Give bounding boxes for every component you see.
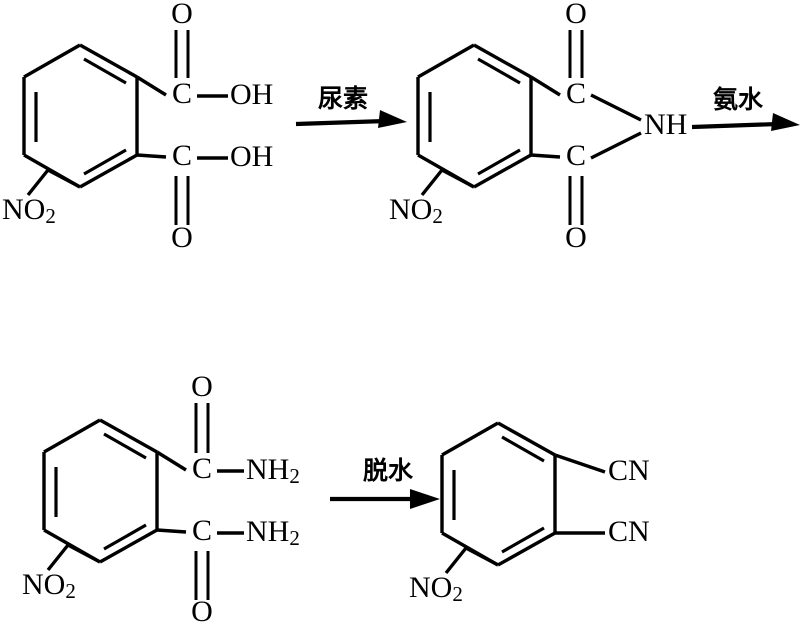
nitro-bond-3b bbox=[46, 543, 70, 572]
nitro-bond-3 bbox=[67, 543, 101, 564]
imide-nh-label: NH bbox=[644, 108, 687, 141]
ring-to-top-nitrile bbox=[554, 453, 606, 474]
ring-to-top-carbon-3 bbox=[156, 450, 187, 472]
bottom-carbon-1: C bbox=[172, 139, 192, 172]
reagent-label-dehydration: 脱水 bbox=[363, 456, 414, 485]
reagent-label-urea: 尿素 bbox=[318, 84, 368, 113]
arrow-head-ammonia bbox=[771, 113, 800, 131]
top-amide-label-3: NH2 bbox=[246, 453, 300, 488]
top-oxygen-1: O bbox=[171, 0, 193, 30]
nitro-label-2: NO2 bbox=[389, 193, 443, 228]
bottom-carbon-3: C bbox=[192, 514, 212, 547]
bottom-nitrile-label: CN bbox=[608, 515, 650, 548]
nitro-bond-2 bbox=[441, 168, 475, 189]
ring-to-bottom-carbon-3 bbox=[156, 528, 187, 534]
ring-to-top-carbon-2 bbox=[530, 75, 561, 97]
top-carbon-3: C bbox=[192, 452, 212, 485]
nitro-bond-1b bbox=[26, 168, 50, 197]
bottom-carbon-2: C bbox=[566, 139, 586, 172]
ring-to-bottom-carbon-2 bbox=[530, 153, 561, 159]
reaction-arrow-urea: 尿素 bbox=[295, 84, 407, 128]
top-carbon-to-nh bbox=[590, 93, 642, 122]
ring-to-top-carbon-1 bbox=[136, 75, 167, 97]
nitro-bond-4 bbox=[465, 546, 499, 567]
bottom-oxygen-3: O bbox=[191, 595, 213, 627]
benzene-ring-3 bbox=[42, 418, 159, 564]
bottom-oxygen-2: O bbox=[565, 221, 587, 254]
reaction-arrow-dehydration: 脱水 bbox=[330, 456, 440, 509]
top-oxygen-2: O bbox=[565, 0, 587, 30]
reagent-label-ammonia: 氨水 bbox=[713, 85, 764, 114]
top-oxygen-3: O bbox=[191, 370, 213, 403]
arrow-head-urea bbox=[378, 110, 407, 128]
nitro-label-4: NO2 bbox=[409, 571, 463, 606]
bottom-amide-label-3: NH2 bbox=[246, 515, 300, 550]
top-carbon-1: C bbox=[172, 77, 192, 110]
benzene-ring-2 bbox=[416, 43, 533, 189]
nitro-bond-2b bbox=[420, 168, 444, 197]
nitro-bond-1 bbox=[47, 168, 81, 189]
nitro-label-1: NO2 bbox=[2, 193, 56, 228]
benzene-ring-1 bbox=[22, 43, 139, 189]
ring-to-bottom-carbon-1 bbox=[136, 153, 167, 159]
nitro-label-3: NO2 bbox=[22, 568, 76, 603]
bottom-oxygen-1: O bbox=[171, 221, 193, 254]
top-hydroxyl-1: OH bbox=[230, 78, 273, 111]
top-nitrile-label: CN bbox=[608, 454, 650, 487]
top-carbon-2: C bbox=[566, 77, 586, 110]
reaction-arrow-ammonia: 氨水 bbox=[691, 85, 800, 131]
nitro-bond-4b bbox=[444, 546, 468, 575]
arrow-head-dehydration bbox=[410, 489, 440, 509]
bottom-hydroxyl-1: OH bbox=[230, 140, 273, 173]
bottom-carbon-to-nh bbox=[590, 131, 642, 160]
benzene-ring-4 bbox=[440, 421, 557, 567]
